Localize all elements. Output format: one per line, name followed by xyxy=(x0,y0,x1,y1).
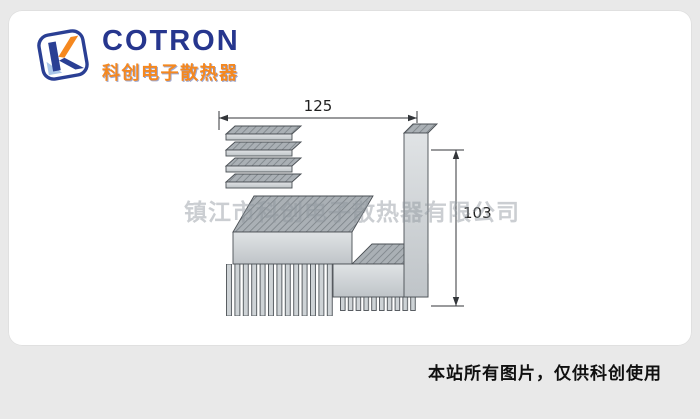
heatsink-bottom-fins xyxy=(226,264,333,316)
heatsink-right-wall xyxy=(402,123,439,298)
brand-name: COTRON xyxy=(102,25,240,57)
height-dimension xyxy=(431,149,464,307)
width-dimension-label: 125 xyxy=(304,97,333,115)
logo: COTRON 科创电子散热器 xyxy=(34,26,240,85)
heatsink-top-fins xyxy=(224,125,303,189)
brand-tagline: 科创电子散热器 xyxy=(102,63,239,84)
heatsink-body xyxy=(232,195,374,265)
cotron-logo-icon xyxy=(37,29,89,81)
logo-text: COTRON 科创电子散热器 xyxy=(102,26,240,85)
height-dimension-label: 103 xyxy=(463,204,492,222)
copyright-notice: 本站所有图片，仅供科创使用 xyxy=(428,364,662,383)
width-dimension xyxy=(218,111,418,130)
